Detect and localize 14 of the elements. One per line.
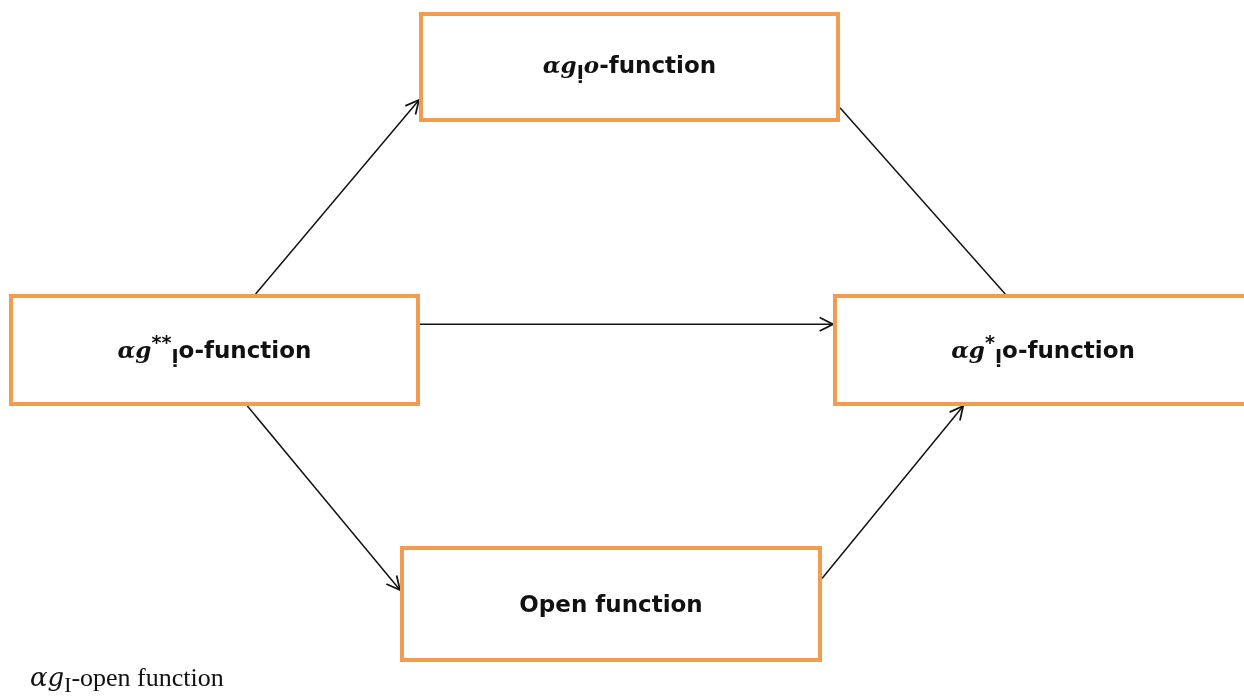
arrow (419, 316, 834, 332)
arrow (254, 99, 420, 295)
note-text: αg$_{I}$-open function (30, 662, 224, 697)
function-box (419, 12, 840, 122)
box-label: αg$^{**}$$_{Ị}$o-function (117, 331, 312, 369)
arrow (246, 405, 401, 591)
function-box (400, 546, 822, 662)
function-box (9, 294, 420, 406)
box-label: Open function (519, 591, 703, 617)
box-label: αg$_{Ị}$o-function (542, 50, 717, 84)
function-box (833, 294, 1244, 406)
box-label: αg$^{*}$$_{Ị}$o-function (951, 331, 1135, 369)
connector-line (839, 106, 1006, 295)
arrow (821, 405, 965, 580)
